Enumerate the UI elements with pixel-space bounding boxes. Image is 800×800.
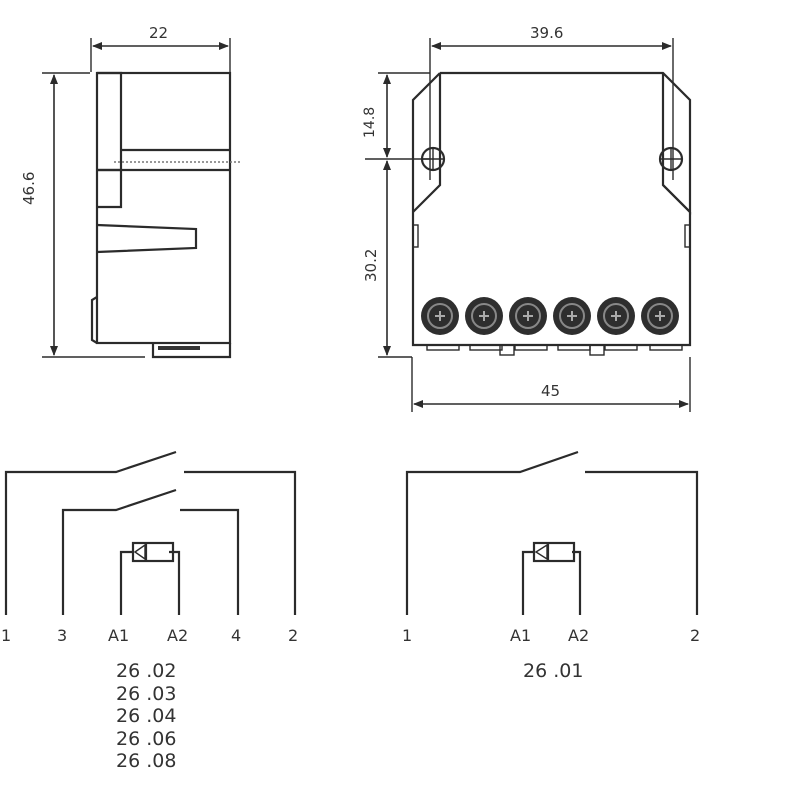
- front-top-width-dimension: 39.6: [530, 24, 564, 42]
- schematic-single-pole: [405, 450, 699, 615]
- model-code: 26 .04: [116, 705, 177, 727]
- terminal-label-3: 3: [57, 626, 68, 645]
- side-height-dimension: 46.6: [20, 171, 38, 205]
- terminal-label-a2: A2: [568, 626, 590, 645]
- terminal-label-a2: A2: [167, 626, 189, 645]
- front-lower-height-dimension: 30.2: [362, 248, 380, 282]
- side-view: [42, 38, 241, 359]
- model-code: 26 .02: [116, 660, 177, 682]
- model-code: 26 .06: [116, 727, 177, 750]
- terminal-label-1: 1: [1, 626, 12, 645]
- two-pole-model-list: 26 .02 26 .03 26 .04 26 .06 26 .08: [116, 660, 176, 773]
- terminal-label-a1: A1: [510, 626, 532, 645]
- model-code: 26 .08: [116, 750, 177, 772]
- terminal-screws: [421, 297, 679, 335]
- side-width-dimension: 22: [149, 24, 169, 42]
- bottom-feet: [426, 344, 683, 356]
- front-view: [365, 38, 692, 412]
- terminal-label-2: 2: [288, 626, 299, 645]
- single-pole-model-code: 26 .01: [523, 660, 584, 682]
- front-bottom-width-dimension: 45: [541, 382, 561, 400]
- model-code: 26 .03: [116, 682, 177, 705]
- terminal-label-a1: A1: [108, 626, 130, 645]
- front-upper-height-dimension: 14.8: [362, 106, 378, 138]
- terminal-label-2: 2: [690, 626, 701, 645]
- schematic-two-pole: [4, 450, 297, 615]
- terminal-label-1: 1: [402, 626, 413, 645]
- terminal-label-4: 4: [231, 626, 242, 645]
